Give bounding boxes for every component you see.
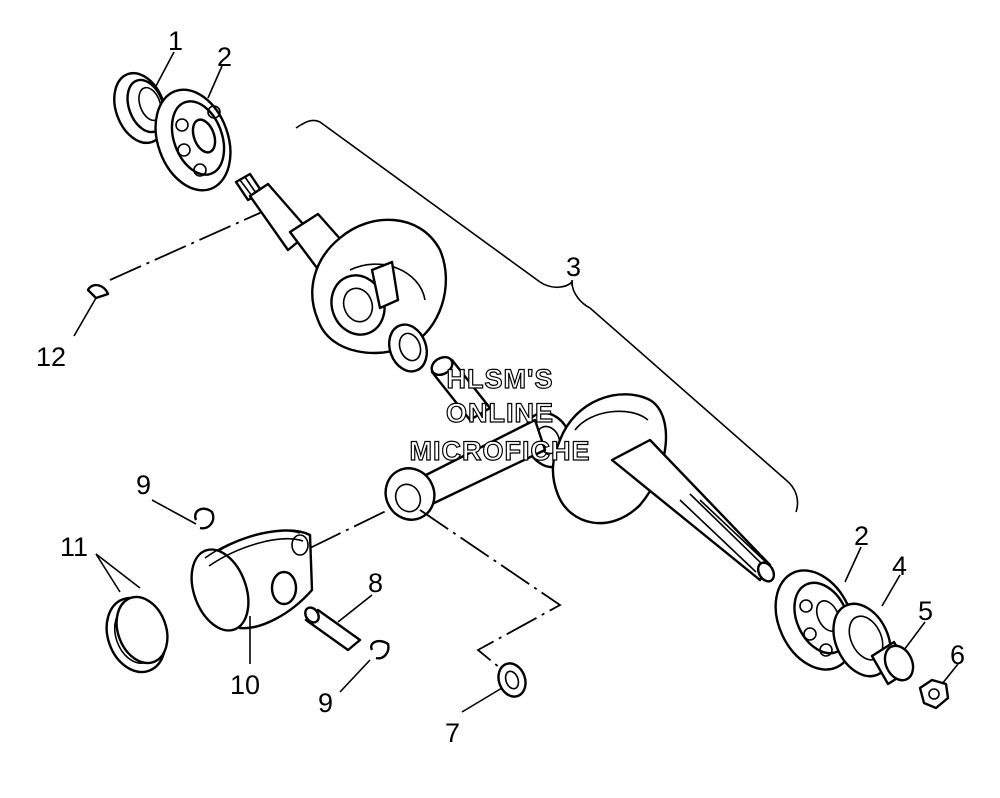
woodruff-key-part-12 <box>86 283 110 300</box>
callout-4: 4 <box>892 551 907 581</box>
piston-rings-part-11 <box>105 595 169 674</box>
callout-12: 12 <box>36 342 66 372</box>
bearing-part-2-left <box>154 88 232 192</box>
callout-5: 5 <box>918 596 933 626</box>
leader-lines <box>73 51 959 713</box>
watermark-line-1: HLSM'S <box>447 364 554 394</box>
callout-2-right: 2 <box>854 521 869 551</box>
collar-part-5 <box>870 640 915 686</box>
callout-3: 3 <box>566 252 581 282</box>
callout-7: 7 <box>445 718 460 748</box>
alignment-line-piston-pin <box>309 509 389 549</box>
callout-1: 1 <box>168 26 183 56</box>
callout-9-lower: 9 <box>318 688 333 718</box>
crankshaft-left-half <box>234 172 448 355</box>
callout-11: 11 <box>60 532 88 562</box>
needle-bearing <box>387 323 429 373</box>
piston-part-10 <box>190 529 314 632</box>
alignment-line-woodruff-key <box>109 211 263 281</box>
watermark-line-3: MICROFICHE <box>410 436 591 466</box>
callout-2-top: 2 <box>217 42 232 72</box>
crank-pin <box>430 355 492 422</box>
callout-9-upper: 9 <box>136 470 151 500</box>
watermark: HLSM'S ONLINE MICROFICHE <box>409 363 591 466</box>
watermark-line-2: ONLINE <box>446 398 554 428</box>
callout-10: 10 <box>230 670 260 700</box>
callout-6: 6 <box>950 640 965 670</box>
small-end-bearing-part-7 <box>497 662 527 698</box>
alignment-line-small-end <box>419 509 562 669</box>
callout-8: 8 <box>368 568 383 598</box>
piston-pin-clip-upper <box>194 507 215 530</box>
piston-pin-part-8 <box>304 606 362 652</box>
crankshaft-right-half <box>551 393 776 583</box>
piston-pin-clip-lower <box>370 639 390 660</box>
nut-part-6 <box>918 678 950 710</box>
